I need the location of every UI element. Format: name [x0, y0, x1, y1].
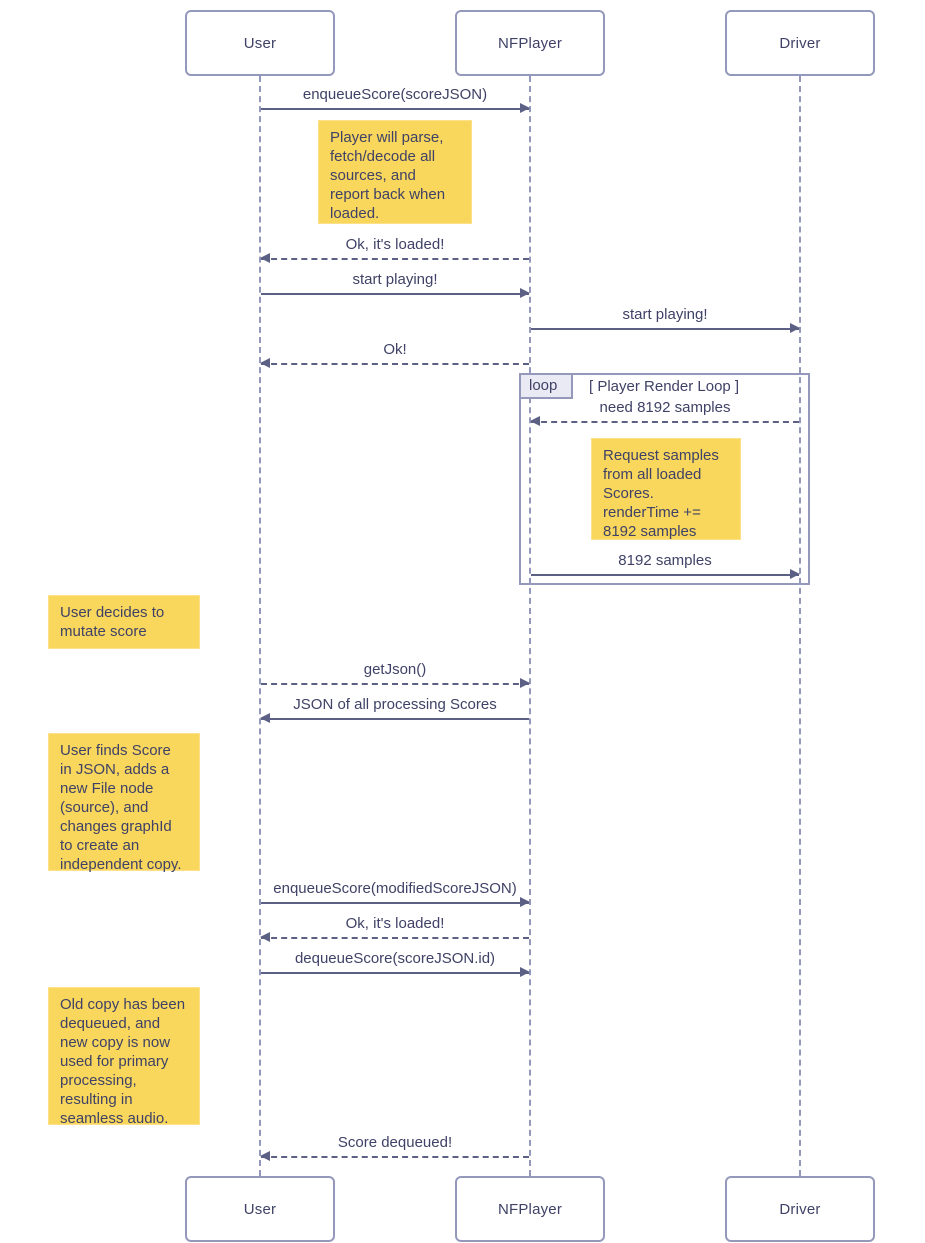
message-label: dequeueScore(scoreJSON.id): [294, 950, 496, 967]
message-label: Ok, it's loaded!: [345, 915, 445, 932]
participant-label: NFPlayer: [497, 1200, 563, 1218]
message-label: enqueueScore(modifiedScoreJSON): [273, 880, 517, 897]
participant-nfplayer-bottom[interactable]: NFPlayer: [455, 1176, 605, 1242]
arrowhead-icon: [520, 897, 530, 907]
participant-user-bottom[interactable]: User: [185, 1176, 335, 1242]
message-label: need 8192 samples: [599, 399, 731, 416]
arrowhead-icon: [520, 967, 530, 977]
fragment-guard-label: [ Player Render Loop ]: [589, 378, 740, 395]
message-label: Ok, it's loaded!: [345, 236, 445, 253]
arrowhead-icon: [520, 288, 530, 298]
arrowhead-icon: [520, 103, 530, 113]
message-line: [261, 972, 529, 974]
note-old-copy-dequeued: Old copy has been dequeued, and new copy…: [48, 987, 200, 1127]
arrowhead-icon: [790, 569, 800, 579]
arrowhead-icon: [260, 713, 270, 723]
message-label: JSON of all processing Scores: [293, 696, 497, 713]
message-label: start playing!: [622, 306, 708, 323]
note-request-samples: Request samples from all loaded Scores. …: [591, 438, 741, 540]
lifeline-user: [259, 76, 261, 1176]
lifeline-nfplayer: [529, 76, 531, 1176]
message-line: [261, 108, 529, 110]
arrowhead-icon: [790, 323, 800, 333]
participant-label: Driver: [779, 1200, 821, 1218]
message-line: [261, 937, 529, 939]
arrowhead-icon: [260, 1151, 270, 1161]
message-line: [261, 293, 529, 295]
note-player-will-parse: Player will parse, fetch/decode all sour…: [318, 120, 472, 224]
message-label: 8192 samples: [618, 552, 712, 569]
message-label: getJson(): [363, 661, 427, 678]
participant-label: Driver: [779, 34, 821, 52]
arrowhead-icon: [530, 416, 540, 426]
message-label: Ok!: [383, 341, 407, 358]
arrowhead-icon: [260, 932, 270, 942]
participant-nfplayer-top[interactable]: NFPlayer: [455, 10, 605, 76]
note-user-decides-to-mutate: User decides to mutate score: [48, 595, 200, 649]
note-user-finds-score: User finds Score in JSON, adds a new Fil…: [48, 733, 200, 873]
message-label: start playing!: [352, 271, 438, 288]
participant-driver-top[interactable]: Driver: [725, 10, 875, 76]
participant-label: NFPlayer: [497, 34, 563, 52]
message-line: [531, 574, 799, 576]
participant-label: User: [243, 1200, 277, 1218]
arrowhead-icon: [520, 678, 530, 688]
fragment-loop-player-render-loop: loop [ Player Render Loop ]: [519, 373, 810, 585]
participant-label: User: [243, 34, 277, 52]
message-line: [261, 683, 529, 685]
lifeline-driver: [799, 76, 801, 1176]
fragment-operator-label: loop: [521, 375, 573, 399]
message-label: Score dequeued!: [337, 1134, 453, 1151]
message-line: [261, 258, 529, 260]
message-line: [261, 363, 529, 365]
arrowhead-icon: [260, 358, 270, 368]
message-line: [261, 902, 529, 904]
message-label: enqueueScore(scoreJSON): [302, 86, 488, 103]
message-line: [261, 1156, 529, 1158]
message-line: [531, 421, 799, 423]
participant-user-top[interactable]: User: [185, 10, 335, 76]
participant-driver-bottom[interactable]: Driver: [725, 1176, 875, 1242]
arrowhead-icon: [260, 253, 270, 263]
message-line: [261, 718, 529, 720]
message-line: [531, 328, 799, 330]
